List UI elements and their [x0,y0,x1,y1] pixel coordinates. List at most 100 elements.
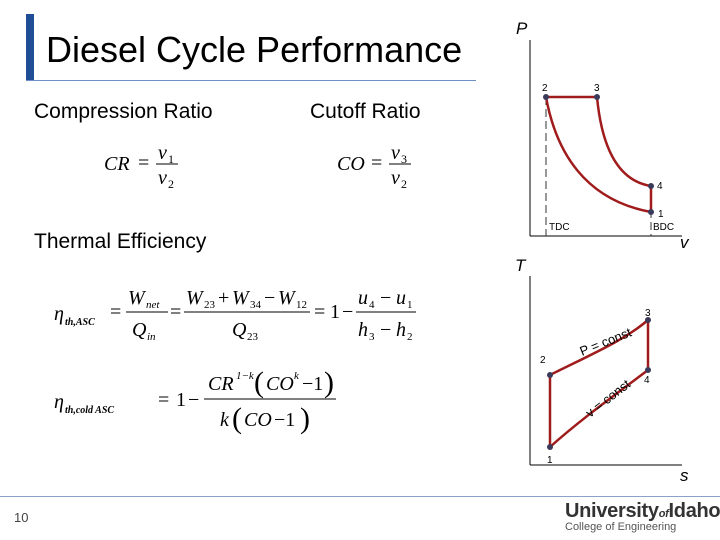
logo-college: College of Engineering [565,521,677,533]
ts-point-3 [645,317,651,323]
co-numerator-sub: 3 [401,152,407,166]
slide-title: Diesel Cycle Performance [46,29,463,70]
q23-symbol: Q [232,319,247,341]
eta-asc-symbol: η [54,303,64,325]
u1-symbol: u [396,287,406,309]
pv-y-axis-label: P [516,19,528,38]
svg-text:=: = [158,389,169,411]
footer-rule [0,496,720,497]
cycle-diagrams: P v 2 3 4 1 TDC BDC T s 1 2 3 4 [515,19,690,485]
cr-numerator-sub: 1 [168,152,174,166]
co-numerator: v [391,142,400,164]
page-number: 10 [14,510,29,525]
ts-diagram: T s 1 2 3 4 P = const v = const [515,256,689,485]
tdc-label: TDC [549,222,570,233]
svg-text:(: ( [254,366,264,399]
co-denominator: v [391,167,400,189]
bdc-label: BDC [653,222,674,233]
asc-efficiency-equation: η th,ASC = W net Q in = W 23 + W 34 − W … [54,287,416,343]
svg-text:=: = [371,152,382,174]
cold-co-exponent: k [294,370,300,382]
co-lhs: CO [337,153,365,175]
cr-lhs: CR [104,153,130,175]
svg-text:): ) [300,402,310,435]
h3-subscript: 3 [369,331,375,343]
w23-symbol: W [186,287,205,309]
u1-subscript: 1 [407,299,413,311]
cold-den-minus-one: −1 [274,409,295,431]
cr-numerator: v [158,142,167,164]
ts-x-axis-label: s [680,466,689,485]
pv-label-1: 1 [658,209,664,220]
ts-point-1 [547,444,553,450]
cutoff-ratio-label: Cutoff Ratio [310,100,421,123]
pv-process-1-2 [544,96,652,214]
pv-point-2 [543,94,549,100]
svg-text:−: − [264,287,275,309]
ts-process-4-1 [549,369,649,448]
university-logo: UniversityofIdaho College of Engineering [565,500,720,533]
wnet-symbol: W [128,287,147,309]
logo-university: University [565,500,659,522]
qin-subscript: in [147,331,156,343]
svg-text:−: − [342,301,353,323]
u4-subscript: 4 [369,299,375,311]
cold-den-k: k [220,409,230,431]
pv-label-3: 3 [594,83,600,94]
compression-ratio-label: Compression Ratio [34,100,213,123]
cr-denominator: v [158,167,167,189]
pv-label-2: 2 [542,83,548,94]
svg-text:=: = [138,152,149,174]
svg-text:=: = [170,301,181,323]
w23-subscript: 23 [204,299,216,311]
cold-asc-efficiency-equation: η th,cold ASC = 1 − CR 1−k ( CO k −1 ) k… [54,366,336,435]
title-underline [26,80,476,81]
u4-symbol: u [358,287,368,309]
w34-symbol: W [232,287,251,309]
co-denominator-sub: 2 [401,177,407,191]
wnet-subscript: net [146,299,160,311]
pv-point-1 [648,209,654,215]
ts-label-4: 4 [644,375,650,386]
pv-point-4 [648,183,654,189]
w12-subscript: 12 [296,299,307,311]
pv-x-axis-label: v [680,233,690,252]
cold-one: 1 [176,389,186,411]
qin-symbol: Q [132,319,147,341]
h2-subscript: 2 [407,331,413,343]
logo-of: of [658,508,669,520]
cutoff-ratio-equation: CO = v 3 v 2 [337,142,411,191]
thermal-efficiency-label: Thermal Efficiency [34,230,207,253]
svg-text:+: + [218,287,229,309]
compression-ratio-equation: CR = v 1 v 2 [104,142,178,191]
ts-process-2-3 [549,319,649,377]
cold-cr-exponent: 1−k [236,370,255,382]
eta-cold-subscript: th,cold ASC [65,405,114,416]
eta-asc-subscript: th,ASC [65,317,95,328]
p-const-label: P = const [578,324,634,358]
ts-label-2: 2 [540,355,546,366]
svg-text:=: = [314,301,325,323]
cold-num-minus-one: −1 [302,373,323,395]
pv-diagram: P v 2 3 4 1 TDC BDC [516,19,690,252]
svg-text:−: − [380,287,391,309]
ts-point-4 [645,367,651,373]
pv-process-3-4 [595,96,652,188]
h2-symbol: h [396,319,406,341]
ts-point-2 [547,372,553,378]
cold-den-co: CO [244,409,272,431]
svg-text:(: ( [232,402,242,435]
ts-y-axis-label: T [515,256,527,275]
ts-label-1: 1 [547,455,553,466]
q23-subscript: 23 [247,331,259,343]
w12-symbol: W [278,287,297,309]
w34-subscript: 34 [250,299,262,311]
h3-symbol: h [358,319,368,341]
svg-text:−: − [380,319,391,341]
title-accent-bar [26,14,34,80]
svg-text:−: − [188,389,199,411]
pv-point-3 [594,94,600,100]
logo-idaho: Idaho [668,500,720,522]
cold-cr: CR [208,373,234,395]
eta-cold-symbol: η [54,391,64,413]
